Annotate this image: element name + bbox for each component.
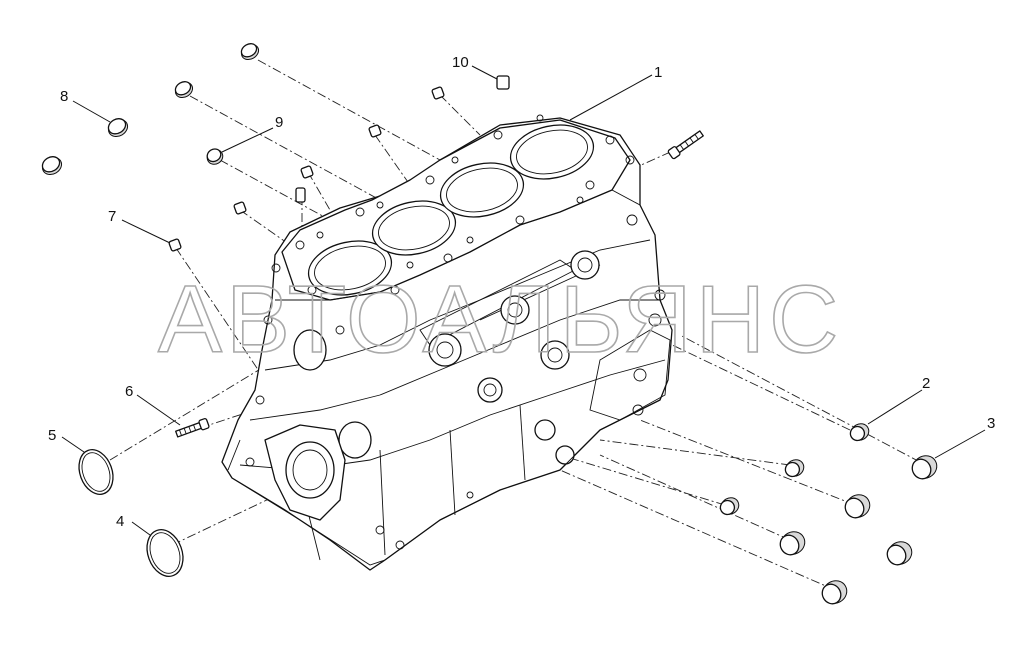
callout-7: 7 — [108, 208, 116, 225]
callout-3: 3 — [987, 415, 995, 432]
callout-10: 10 — [452, 54, 469, 71]
dowel-pins — [168, 75, 510, 252]
expansion-plugs-right — [719, 423, 938, 605]
callout-2: 2 — [922, 375, 930, 392]
callout-8: 8 — [60, 88, 68, 105]
callouts: 1 2 3 4 5 6 7 8 9 10 — [48, 54, 995, 530]
callout-9: 9 — [275, 114, 283, 131]
callout-1: 1 — [654, 64, 662, 81]
o-rings — [78, 449, 184, 577]
expansion-plugs-upper — [41, 43, 260, 176]
cylinder-block — [221, 114, 673, 571]
studs — [175, 130, 704, 438]
callout-5: 5 — [48, 427, 56, 444]
leader-lines — [61, 65, 986, 536]
callout-6: 6 — [125, 383, 133, 400]
callout-4: 4 — [116, 513, 124, 530]
watermark: АВТОАЛЬЯНС — [158, 266, 842, 373]
